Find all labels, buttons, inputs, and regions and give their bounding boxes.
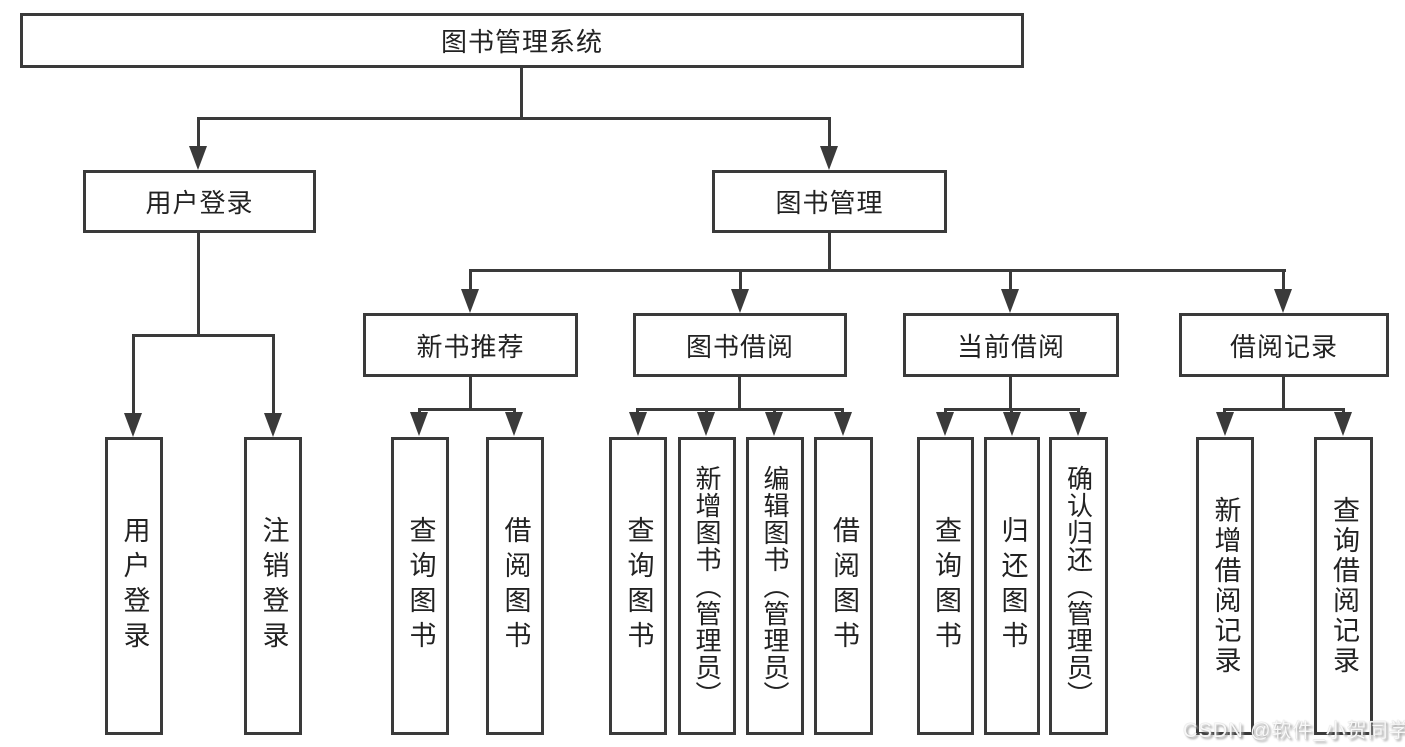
leaf-query-borrow-record-box: 查询借阅记录 — [1314, 437, 1373, 735]
connector-line — [1009, 269, 1012, 291]
connector-line — [636, 408, 844, 411]
connector-line — [773, 408, 776, 415]
arrow-down-icon — [189, 146, 207, 170]
leaf-user-login-box: 用户登录 — [105, 437, 163, 735]
leaf-edit-book-admin-box: 编辑图书（管理员） — [746, 437, 804, 735]
leaf-query-books-borrowing-box: 查询图书 — [609, 437, 667, 735]
connector-line — [272, 334, 275, 415]
node-current-borrowing-box: 当前借阅 — [903, 313, 1119, 377]
connector-line — [520, 68, 523, 118]
connector-line — [1009, 377, 1012, 410]
connector-line — [1223, 408, 1226, 415]
arrow-down-icon — [820, 146, 838, 170]
arrow-down-icon — [731, 289, 749, 313]
arrow-down-icon — [410, 412, 428, 436]
connector-line — [738, 377, 741, 410]
leaf-borrow-books-recommend-box: 借阅图书 — [486, 437, 544, 735]
connector-line — [1077, 408, 1080, 415]
arrow-down-icon — [629, 412, 647, 436]
arrow-down-icon — [1274, 289, 1292, 313]
node-user-login-box: 用户登录 — [83, 170, 316, 233]
connector-line — [636, 408, 639, 415]
connector-line — [705, 408, 708, 415]
connector-line — [1010, 408, 1013, 415]
connector-line — [469, 269, 472, 291]
connector-line — [132, 334, 275, 337]
connector-line — [944, 408, 947, 415]
arrow-down-icon — [264, 413, 282, 437]
connector-line — [1282, 269, 1285, 291]
leaf-add-borrow-record-box: 新增借阅记录 — [1196, 437, 1254, 735]
connector-line — [197, 233, 200, 337]
arrow-down-icon — [1069, 412, 1087, 436]
arrow-down-icon — [765, 412, 783, 436]
connector-line — [828, 233, 831, 272]
arrow-down-icon — [936, 412, 954, 436]
connector-line — [132, 334, 135, 415]
connector-line — [1282, 377, 1285, 410]
arrow-down-icon — [1334, 412, 1352, 436]
leaf-add-book-admin-box: 新增图书（管理员） — [678, 437, 736, 735]
leaf-query-books-recommend-box: 查询图书 — [391, 437, 449, 735]
csdn-watermark: CSDN @软件_小贺同学 — [1183, 720, 1405, 742]
connector-line — [1342, 408, 1345, 415]
arrow-down-icon — [697, 412, 715, 436]
leaf-logout-box: 注销登录 — [244, 437, 302, 735]
leaf-query-books-current-box: 查询图书 — [917, 437, 974, 735]
arrow-down-icon — [461, 289, 479, 313]
arrow-down-icon — [1003, 412, 1021, 436]
connector-line — [828, 117, 831, 149]
leaf-confirm-return-admin-box: 确认归还（管理员） — [1049, 437, 1108, 735]
connector-line — [739, 269, 742, 291]
connector-line — [469, 377, 472, 410]
connector-line — [197, 117, 200, 149]
arrow-down-icon — [1216, 412, 1234, 436]
connector-line — [841, 408, 844, 415]
arrow-down-icon — [505, 412, 523, 436]
node-borrow-records-box: 借阅记录 — [1179, 313, 1389, 377]
arrow-down-icon — [834, 412, 852, 436]
node-book-management-box: 图书管理 — [712, 170, 947, 233]
node-new-book-recommend-box: 新书推荐 — [363, 313, 578, 377]
connector-line — [469, 269, 1286, 272]
leaf-return-book-box: 归还图书 — [984, 437, 1040, 735]
root-node-box: 图书管理系统 — [20, 13, 1024, 68]
connector-line — [513, 408, 516, 415]
connector-line — [418, 408, 516, 411]
node-book-borrowing-box: 图书借阅 — [633, 313, 847, 377]
connector-line — [1223, 408, 1345, 411]
connector-line — [418, 408, 421, 415]
arrow-down-icon — [1001, 289, 1019, 313]
connector-line — [197, 117, 831, 120]
leaf-borrow-books-borrowing-box: 借阅图书 — [814, 437, 873, 735]
arrow-down-icon — [124, 413, 142, 437]
